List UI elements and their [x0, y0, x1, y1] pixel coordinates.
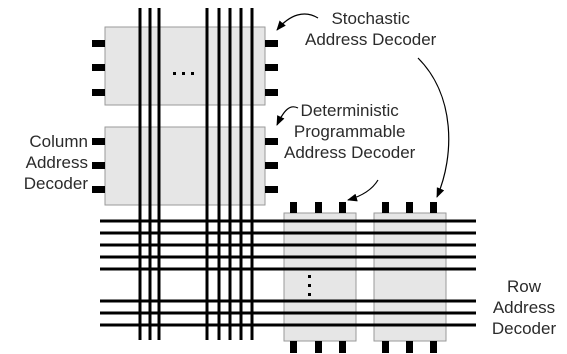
stochastic-decoder-block	[104, 26, 266, 106]
row-decoder-label: Row Address Decoder	[491, 277, 557, 338]
arrow-deterministic-to-middle-block	[276, 106, 299, 126]
ellipsis-vertical	[308, 275, 311, 296]
pins	[92, 40, 437, 353]
deterministic-label: Deterministic Programmable Address Decod…	[284, 101, 416, 162]
stochastic-label: Stochastic Address Decoder	[305, 9, 437, 49]
row-wires	[100, 219, 476, 327]
ellipsis-horizontal	[173, 72, 194, 75]
arrow-deterministic-to-left-decoder	[347, 179, 379, 202]
arrow-stochastic-to-top-block	[276, 13, 319, 31]
column-decoder-label: Column Address Decoder	[23, 132, 88, 193]
arrow-stochastic-to-right-decoder	[417, 57, 450, 198]
column-wires	[138, 8, 254, 340]
deterministic-decoder-block	[104, 126, 266, 206]
